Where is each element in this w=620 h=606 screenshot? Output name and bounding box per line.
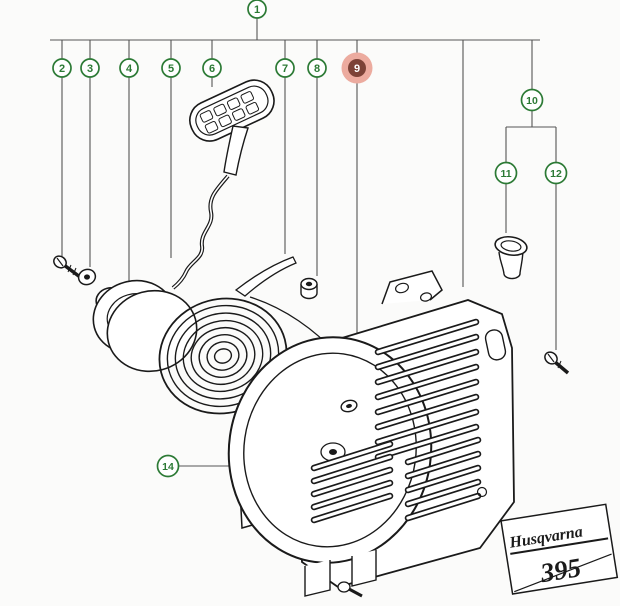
callout-circle [307, 58, 327, 78]
callout-number: 11 [500, 168, 511, 180]
callout-3[interactable]: 3 [80, 58, 100, 78]
part-spring-anchor [234, 256, 297, 297]
callout-12[interactable]: 12 [544, 161, 568, 185]
callout-14[interactable]: 14 [156, 454, 180, 478]
callout-9[interactable]: 9 [341, 52, 373, 84]
callout-circle [348, 59, 366, 77]
callout-number: 8 [314, 63, 320, 75]
part-screw-2 [53, 255, 82, 279]
callout-6[interactable]: 6 [202, 58, 222, 78]
part-starter-rope [171, 174, 230, 290]
part-screw-12 [544, 351, 570, 375]
callout-number: 9 [354, 63, 360, 75]
callout-circle [247, 0, 267, 19]
callout-8[interactable]: 8 [307, 58, 327, 78]
part-plug-11 [494, 235, 528, 280]
callout-number: 3 [87, 63, 93, 75]
callout-circle [52, 58, 72, 78]
callout-number: 12 [550, 168, 562, 180]
callout-1[interactable]: 1 [247, 0, 267, 19]
callout-7[interactable]: 7 [275, 58, 295, 78]
callout-number: 14 [162, 461, 174, 473]
callout-circle [520, 88, 544, 112]
part-starter-housing [227, 270, 515, 598]
callout-11[interactable]: 11 [494, 161, 518, 185]
callout-4[interactable]: 4 [119, 58, 139, 78]
callout-circle [544, 161, 568, 185]
callout-number: 4 [126, 63, 133, 75]
callout-2[interactable]: 2 [52, 58, 72, 78]
callout-circle [161, 58, 181, 78]
part-pawl-detail [340, 399, 358, 413]
part-handle-neck [223, 125, 249, 176]
callout-circle [275, 58, 295, 78]
callout-circle [119, 58, 139, 78]
part-rope-pulley [92, 279, 198, 373]
exploded-drawing: Husqvarna 395 [53, 79, 619, 598]
callout-10[interactable]: 10 [520, 88, 544, 112]
leader-lines [50, 18, 557, 467]
callout-circle [156, 454, 180, 478]
callout-circle [202, 58, 222, 78]
callout-number: 1 [254, 4, 260, 16]
callout-number: 2 [59, 63, 65, 75]
callout-number: 7 [282, 63, 288, 75]
model-text: 395 [537, 552, 583, 588]
part-washer-3 [77, 268, 97, 286]
callout-number: 5 [168, 63, 174, 75]
model-label-plate: Husqvarna 395 [500, 503, 619, 595]
callout-number: 6 [209, 63, 215, 75]
callout-number: 10 [526, 95, 538, 107]
callout-circle [494, 161, 518, 185]
callout-circle [80, 58, 100, 78]
callout-5[interactable]: 5 [161, 58, 181, 78]
part-rewind-spring [158, 297, 288, 415]
part-bushing [300, 277, 318, 300]
